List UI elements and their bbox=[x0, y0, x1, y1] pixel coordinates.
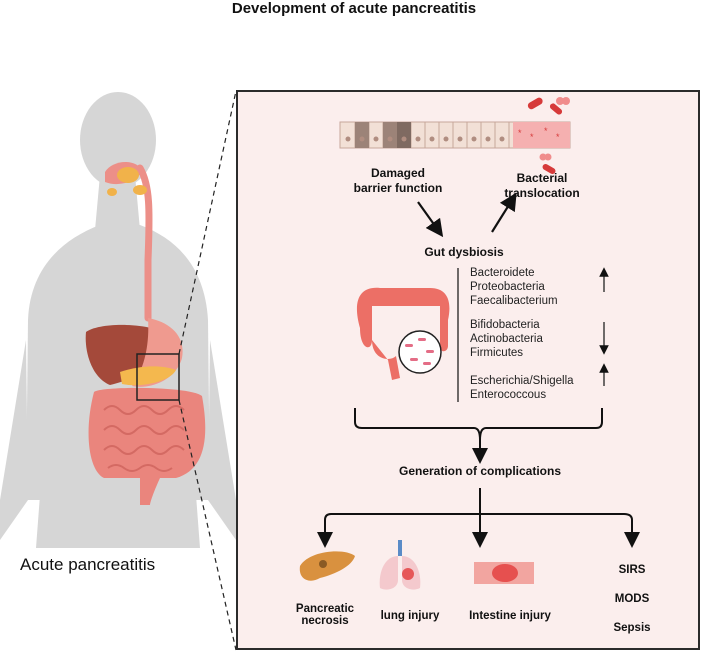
list-item: Firmicutes bbox=[470, 347, 524, 359]
page-title: Development of acute pancreatitis bbox=[231, 0, 477, 17]
lung-icon bbox=[379, 540, 421, 590]
svg-text:*: * bbox=[530, 132, 534, 142]
list-item: Escherichia/Shigella bbox=[470, 375, 574, 387]
intestine-icon bbox=[474, 562, 534, 584]
list-item: Actinobacteria bbox=[470, 333, 543, 345]
bacteria-icon bbox=[527, 97, 570, 174]
svg-text:*: * bbox=[518, 128, 522, 138]
microbiota-zoom-icon bbox=[398, 330, 442, 374]
bacteria-group-1: Bacteroidete Proteobacteria Faecalibacte… bbox=[470, 266, 558, 308]
svg-text:*: * bbox=[556, 132, 560, 142]
list-item: Proteobacteria bbox=[470, 281, 545, 293]
bacteria-group-3: Escherichia/Shigella Enterococcous bbox=[470, 374, 574, 402]
svg-text:*: * bbox=[544, 126, 548, 136]
acute-pancreatitis-label: Acute pancreatitis bbox=[20, 555, 156, 574]
epithelium-icon: * * * * bbox=[339, 121, 571, 149]
outcome-intestine-injury: Intestine injury bbox=[469, 610, 551, 622]
colon-icon bbox=[356, 287, 450, 380]
list-item: Faecalibacterium bbox=[470, 295, 558, 307]
complications-label: Generation of complications bbox=[398, 464, 562, 478]
list-item: Enterococcous bbox=[470, 389, 547, 401]
list-item: Bacteroidete bbox=[470, 267, 535, 279]
gut-dysbiosis-label: Gut dysbiosis bbox=[424, 245, 504, 259]
bacteria-group-2: Bifidobacteria Actinobacteria Firmicutes bbox=[470, 318, 543, 360]
outcome-lung-injury: lung injury bbox=[380, 610, 440, 622]
systemic-outcomes: SIRS MODS Sepsis bbox=[613, 564, 651, 634]
pancreas-icon bbox=[299, 551, 355, 581]
list-item: Bifidobacteria bbox=[470, 319, 540, 331]
